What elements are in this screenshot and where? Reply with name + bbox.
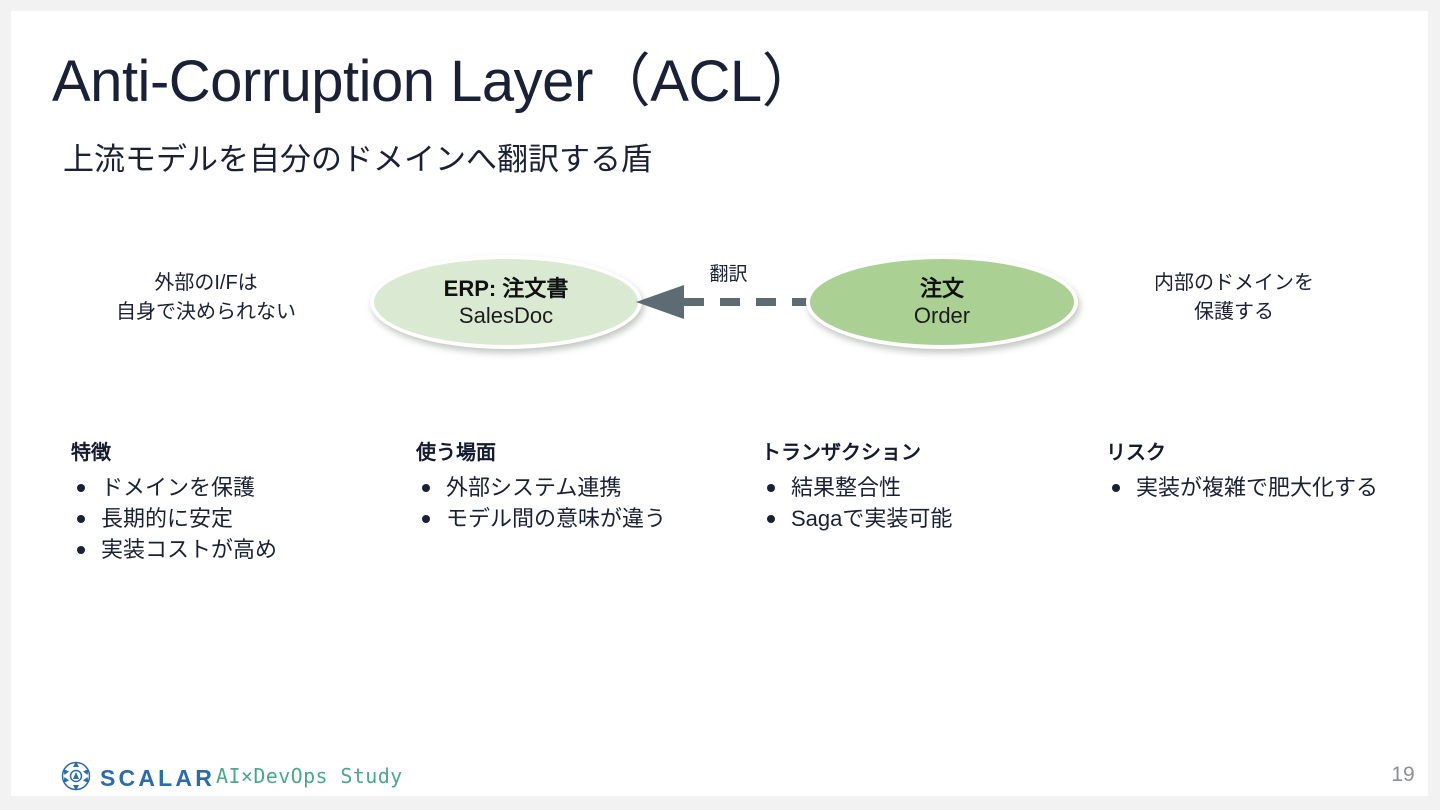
translation-arrow-icon [636, 285, 821, 319]
column-heading: 使う場面 [416, 442, 496, 464]
bullet-list: 結果整合性 Sagaで実装可能 [759, 472, 952, 534]
node-upstream-subtitle: SalesDoc [458, 303, 554, 328]
node-upstream: ERP: 注文書 SalesDoc [370, 255, 642, 349]
bullet-dot-icon [77, 546, 85, 555]
list-item-label: 長期的に安定 [101, 506, 234, 532]
column-features: 特徴 ドメインを保護 長期的に安定 実装コストが高め [69, 436, 277, 566]
footer-tagline: AI×DevOps Study [216, 764, 403, 788]
list-item-label: Sagaで実装可能 [791, 506, 953, 532]
node-downstream-title: 注文 [919, 275, 964, 301]
list-item-label: 実装が複雑で肥大化する [1136, 475, 1379, 500]
list-item: 長期的に安定 [69, 503, 277, 534]
column-risks: リスク 実装が複雑で肥大化する [1104, 436, 1378, 503]
column-heading: 特徴 [71, 442, 111, 464]
column-transaction: トランザクション 結果整合性 Sagaで実装可能 [759, 436, 952, 534]
bullet-dot-icon [767, 515, 775, 524]
list-item-label: ドメインを保護 [101, 475, 256, 500]
list-item: Sagaで実装可能 [759, 503, 952, 534]
slide-card: Anti-Corruption Layer（ACL） 上流モデルを自分のドメイン… [11, 11, 1428, 796]
bullet-dot-icon [422, 515, 430, 524]
page-title: Anti-Corruption Layer（ACL） [52, 49, 820, 114]
note-left: 外部のI/Fは 自身で決められない [116, 272, 296, 323]
scalar-wordmark: SCALAR [100, 765, 216, 791]
summary-columns: 特徴 ドメインを保護 長期的に安定 実装コストが高め [11, 436, 1428, 586]
bullet-dot-icon [1112, 484, 1120, 492]
list-item-label: 結果整合性 [791, 475, 902, 500]
bullet-dot-icon [77, 515, 85, 524]
column-heading: トランザクション [761, 442, 921, 464]
arrow-label: 翻訳 [709, 264, 748, 285]
bullet-dot-icon [767, 484, 775, 492]
bullet-list: 実装が複雑で肥大化する [1104, 472, 1378, 503]
page-number: 19 [1391, 763, 1415, 786]
page-subtitle: 上流モデルを自分のドメインへ翻訳する盾 [63, 142, 652, 177]
node-upstream-title: ERP: 注文書 [443, 275, 569, 301]
bullet-dot-icon [77, 484, 85, 492]
list-item-label: モデル間の意味が違う [446, 506, 667, 532]
column-heading: リスク [1106, 442, 1166, 464]
column-use-cases: 使う場面 外部システム連携 モデル間の意味が違う [414, 436, 666, 534]
list-item: ドメインを保護 [69, 472, 277, 503]
list-item: 外部システム連携 [414, 472, 666, 503]
note-right: 内部のドメインを 保護する [1154, 272, 1314, 323]
list-item-label: 外部システム連携 [446, 475, 622, 500]
bullet-list: 外部システム連携 モデル間の意味が違う [414, 472, 666, 534]
bullet-dot-icon [422, 484, 430, 492]
list-item: モデル間の意味が違う [414, 503, 666, 534]
list-item: 実装が複雑で肥大化する [1104, 472, 1378, 503]
list-item: 実装コストが高め [69, 534, 277, 565]
acl-diagram: 外部のI/Fは 自身で決められない ERP: 注文書 SalesDoc 翻訳 注… [11, 241, 1428, 391]
node-downstream-subtitle: Order [913, 303, 971, 328]
scalar-emblem-icon [61, 761, 91, 796]
node-downstream: 注文 Order [806, 255, 1078, 349]
bullet-list: ドメインを保護 長期的に安定 実装コストが高め [69, 472, 277, 566]
brand-logo: SCALAR [61, 761, 215, 796]
list-item-label: 実装コストが高め [101, 537, 278, 563]
list-item: 結果整合性 [759, 472, 952, 503]
